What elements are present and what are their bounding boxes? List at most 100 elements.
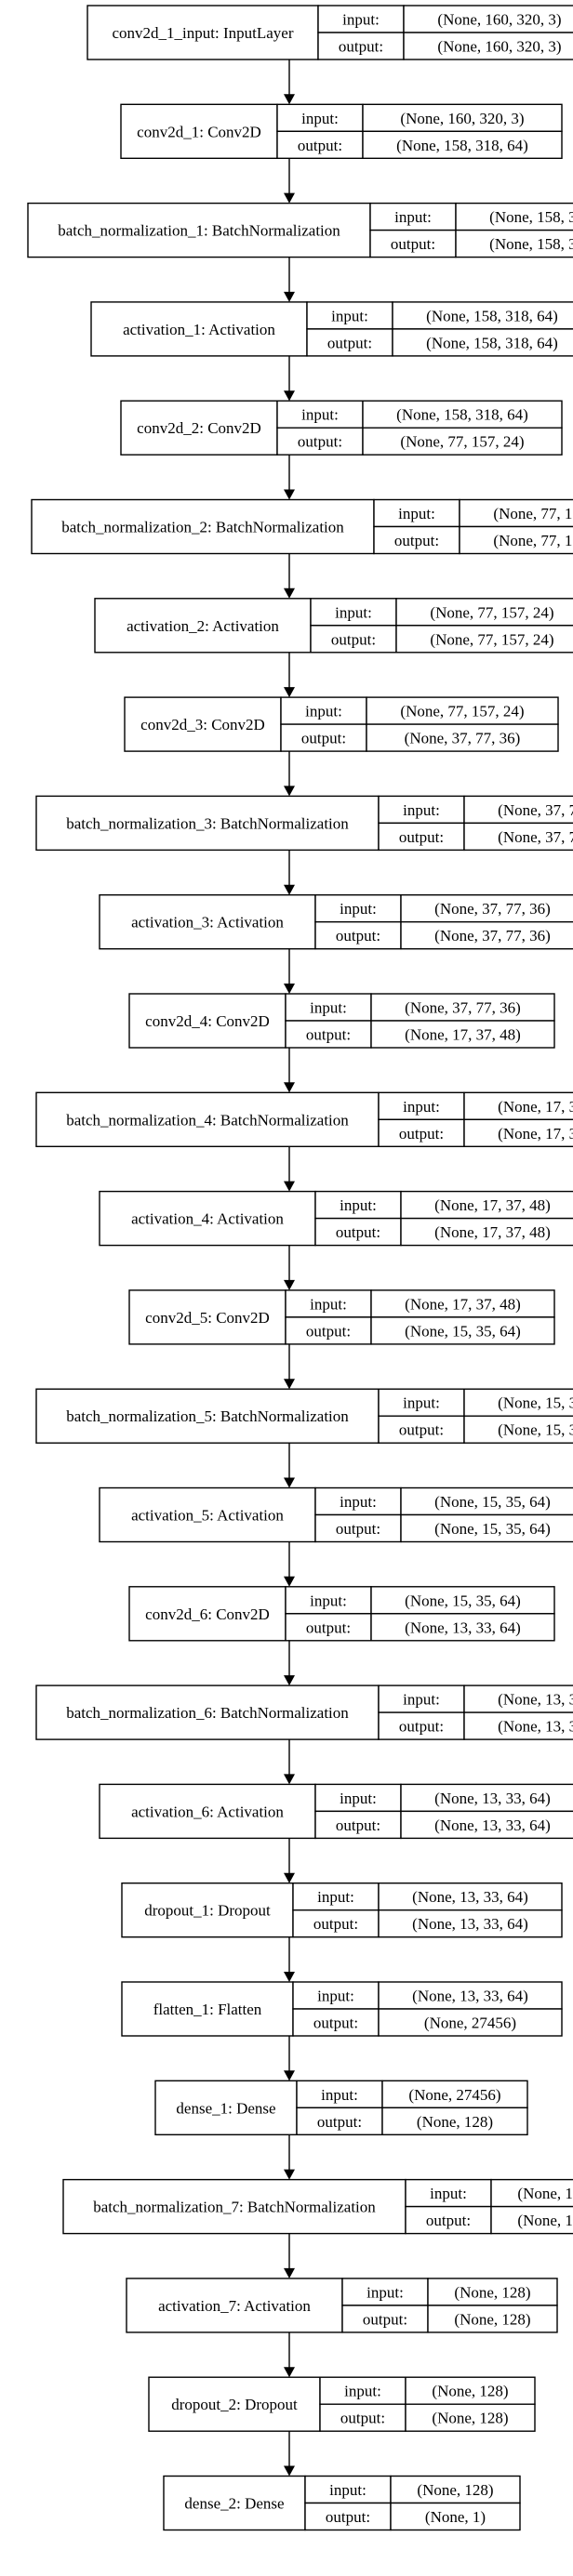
- layer-node: batch_normalization_3: BatchNormalizatio…: [35, 795, 573, 852]
- input-port-label: input:: [403, 1691, 440, 1709]
- layer-name-cell: [99, 894, 316, 950]
- output-port-label: output:: [301, 730, 346, 747]
- arrow-head-icon: [284, 1379, 295, 1390]
- output-shape-cell: [400, 921, 573, 950]
- output-shape: (None, 13, 33, 64): [405, 1618, 521, 1636]
- layer-node: activation_2: Activationinput:output:(No…: [94, 598, 573, 654]
- input-port-cell: [306, 301, 393, 330]
- input-port-label: input:: [403, 1394, 440, 1412]
- input-shape: (None, 15, 35, 64): [434, 1493, 551, 1511]
- input-port-label: input:: [403, 1098, 440, 1116]
- input-port-cell: [378, 1684, 465, 1713]
- output-shape-cell: [381, 2107, 528, 2136]
- layer-node: activation_1: Activationinput:output:(No…: [90, 301, 573, 357]
- input-shape: (None, 37, 77, 36): [498, 801, 573, 819]
- output-port-cell: [285, 1613, 372, 1642]
- arrow-head-icon: [284, 2169, 295, 2180]
- output-port-label: output:: [336, 1520, 380, 1538]
- input-port-label: input:: [344, 2383, 381, 2400]
- arrow-head-icon: [284, 984, 295, 994]
- input-port-label: input:: [366, 2283, 404, 2301]
- output-port-label: output:: [306, 1618, 351, 1636]
- output-port-label: output:: [313, 1915, 358, 1933]
- output-shape-cell: [378, 2008, 563, 2037]
- layer-name: batch_normalization_1: BatchNormalizatio…: [58, 222, 340, 240]
- edge-arrow: [284, 1146, 295, 1192]
- arrow-head-icon: [284, 1774, 295, 1785]
- input-shape-cell: [400, 1783, 573, 1813]
- input-shape: (None, 158, 318, 64): [426, 307, 558, 324]
- layer-name: activation_1: Activation: [123, 321, 275, 338]
- edge-arrow: [284, 2233, 295, 2279]
- input-shape: (None, 13, 33, 64): [412, 1888, 528, 1906]
- edge-arrow: [284, 2332, 295, 2378]
- output-shape: (None, 37, 77, 36): [498, 828, 573, 846]
- input-port-label: input:: [340, 1493, 377, 1511]
- edge-arrow: [284, 1838, 295, 1883]
- output-shape-cell: [400, 1217, 573, 1247]
- layer-node: batch_normalization_7: BatchNormalizatio…: [62, 2178, 573, 2235]
- layer-name-cell: [87, 5, 319, 60]
- arrow-head-icon: [284, 390, 295, 402]
- layer-name-cell: [31, 498, 375, 555]
- edge-arrow: [284, 2036, 295, 2081]
- edge-arrow: [284, 1640, 295, 1686]
- input-port-cell: [285, 1586, 372, 1615]
- layer-name-cell: [99, 1783, 316, 1840]
- input-shape-cell: [463, 1684, 573, 1713]
- layer-name: flatten_1: Flatten: [153, 2001, 262, 2018]
- arrow-head-icon: [284, 94, 295, 105]
- output-shape-cell: [490, 2205, 573, 2235]
- arrow-head-icon: [284, 1279, 295, 1290]
- output-port-label: output:: [399, 828, 444, 846]
- input-shape: (None, 158, 318, 64): [489, 208, 573, 226]
- output-shape-cell: [463, 1415, 573, 1444]
- output-port-label: output:: [336, 1223, 380, 1241]
- layer-name: batch_normalization_4: BatchNormalizatio…: [66, 1111, 349, 1129]
- input-port-cell: [276, 103, 364, 133]
- layer-name: activation_4: Activation: [131, 1210, 284, 1228]
- output-port-cell: [378, 1118, 465, 1148]
- layer-node: batch_normalization_6: BatchNormalizatio…: [35, 1684, 573, 1740]
- edge-arrow: [284, 59, 295, 105]
- arrow-head-icon: [284, 884, 295, 895]
- output-shape-cell: [427, 2305, 558, 2333]
- arrow-head-icon: [284, 1675, 295, 1686]
- input-port-label: input:: [394, 208, 432, 226]
- output-shape: (None, 158, 318, 64): [489, 235, 573, 253]
- output-shape: (None, 13, 33, 64): [412, 1915, 528, 1933]
- arrow-head-icon: [284, 2070, 295, 2081]
- input-shape-cell: [378, 1882, 563, 1911]
- input-shape: (None, 13, 33, 64): [434, 1790, 551, 1807]
- input-shape-cell: [463, 795, 573, 825]
- input-shape-cell: [390, 2475, 521, 2504]
- layer-name-cell: [128, 1586, 286, 1642]
- output-port-cell: [306, 328, 393, 357]
- output-port-cell: [314, 1513, 402, 1543]
- layer-name: conv2d_5: Conv2D: [145, 1309, 270, 1327]
- layer-name: conv2d_1: Conv2D: [137, 123, 261, 140]
- layer-name-cell: [121, 1981, 294, 2037]
- output-shape: (None, 13, 33, 64): [498, 1718, 573, 1736]
- layer-node: conv2d_1_input: InputLayerinput:output:(…: [87, 5, 573, 60]
- input-shape: (None, 13, 33, 64): [498, 1691, 573, 1709]
- input-port-cell: [314, 894, 402, 923]
- input-port-label: input:: [301, 110, 339, 127]
- arrow-head-icon: [284, 2267, 295, 2279]
- layer-name: activation_3: Activation: [131, 914, 284, 931]
- output-shape: (None, 77, 157, 24): [400, 433, 524, 451]
- layer-node: batch_normalization_5: BatchNormalizatio…: [35, 1388, 573, 1444]
- output-shape: (None, 77, 157, 24): [430, 630, 553, 648]
- arrow-head-icon: [284, 1181, 295, 1192]
- arrow-head-icon: [284, 291, 295, 302]
- output-port-cell: [378, 1415, 465, 1444]
- edge-arrow: [284, 455, 295, 500]
- output-shape-cell: [370, 1316, 555, 1345]
- layer-name: conv2d_6: Conv2D: [145, 1605, 270, 1623]
- layer-name: dropout_1: Dropout: [144, 1902, 271, 1920]
- edge-arrow: [284, 1343, 295, 1390]
- layer-name-cell: [148, 2376, 321, 2432]
